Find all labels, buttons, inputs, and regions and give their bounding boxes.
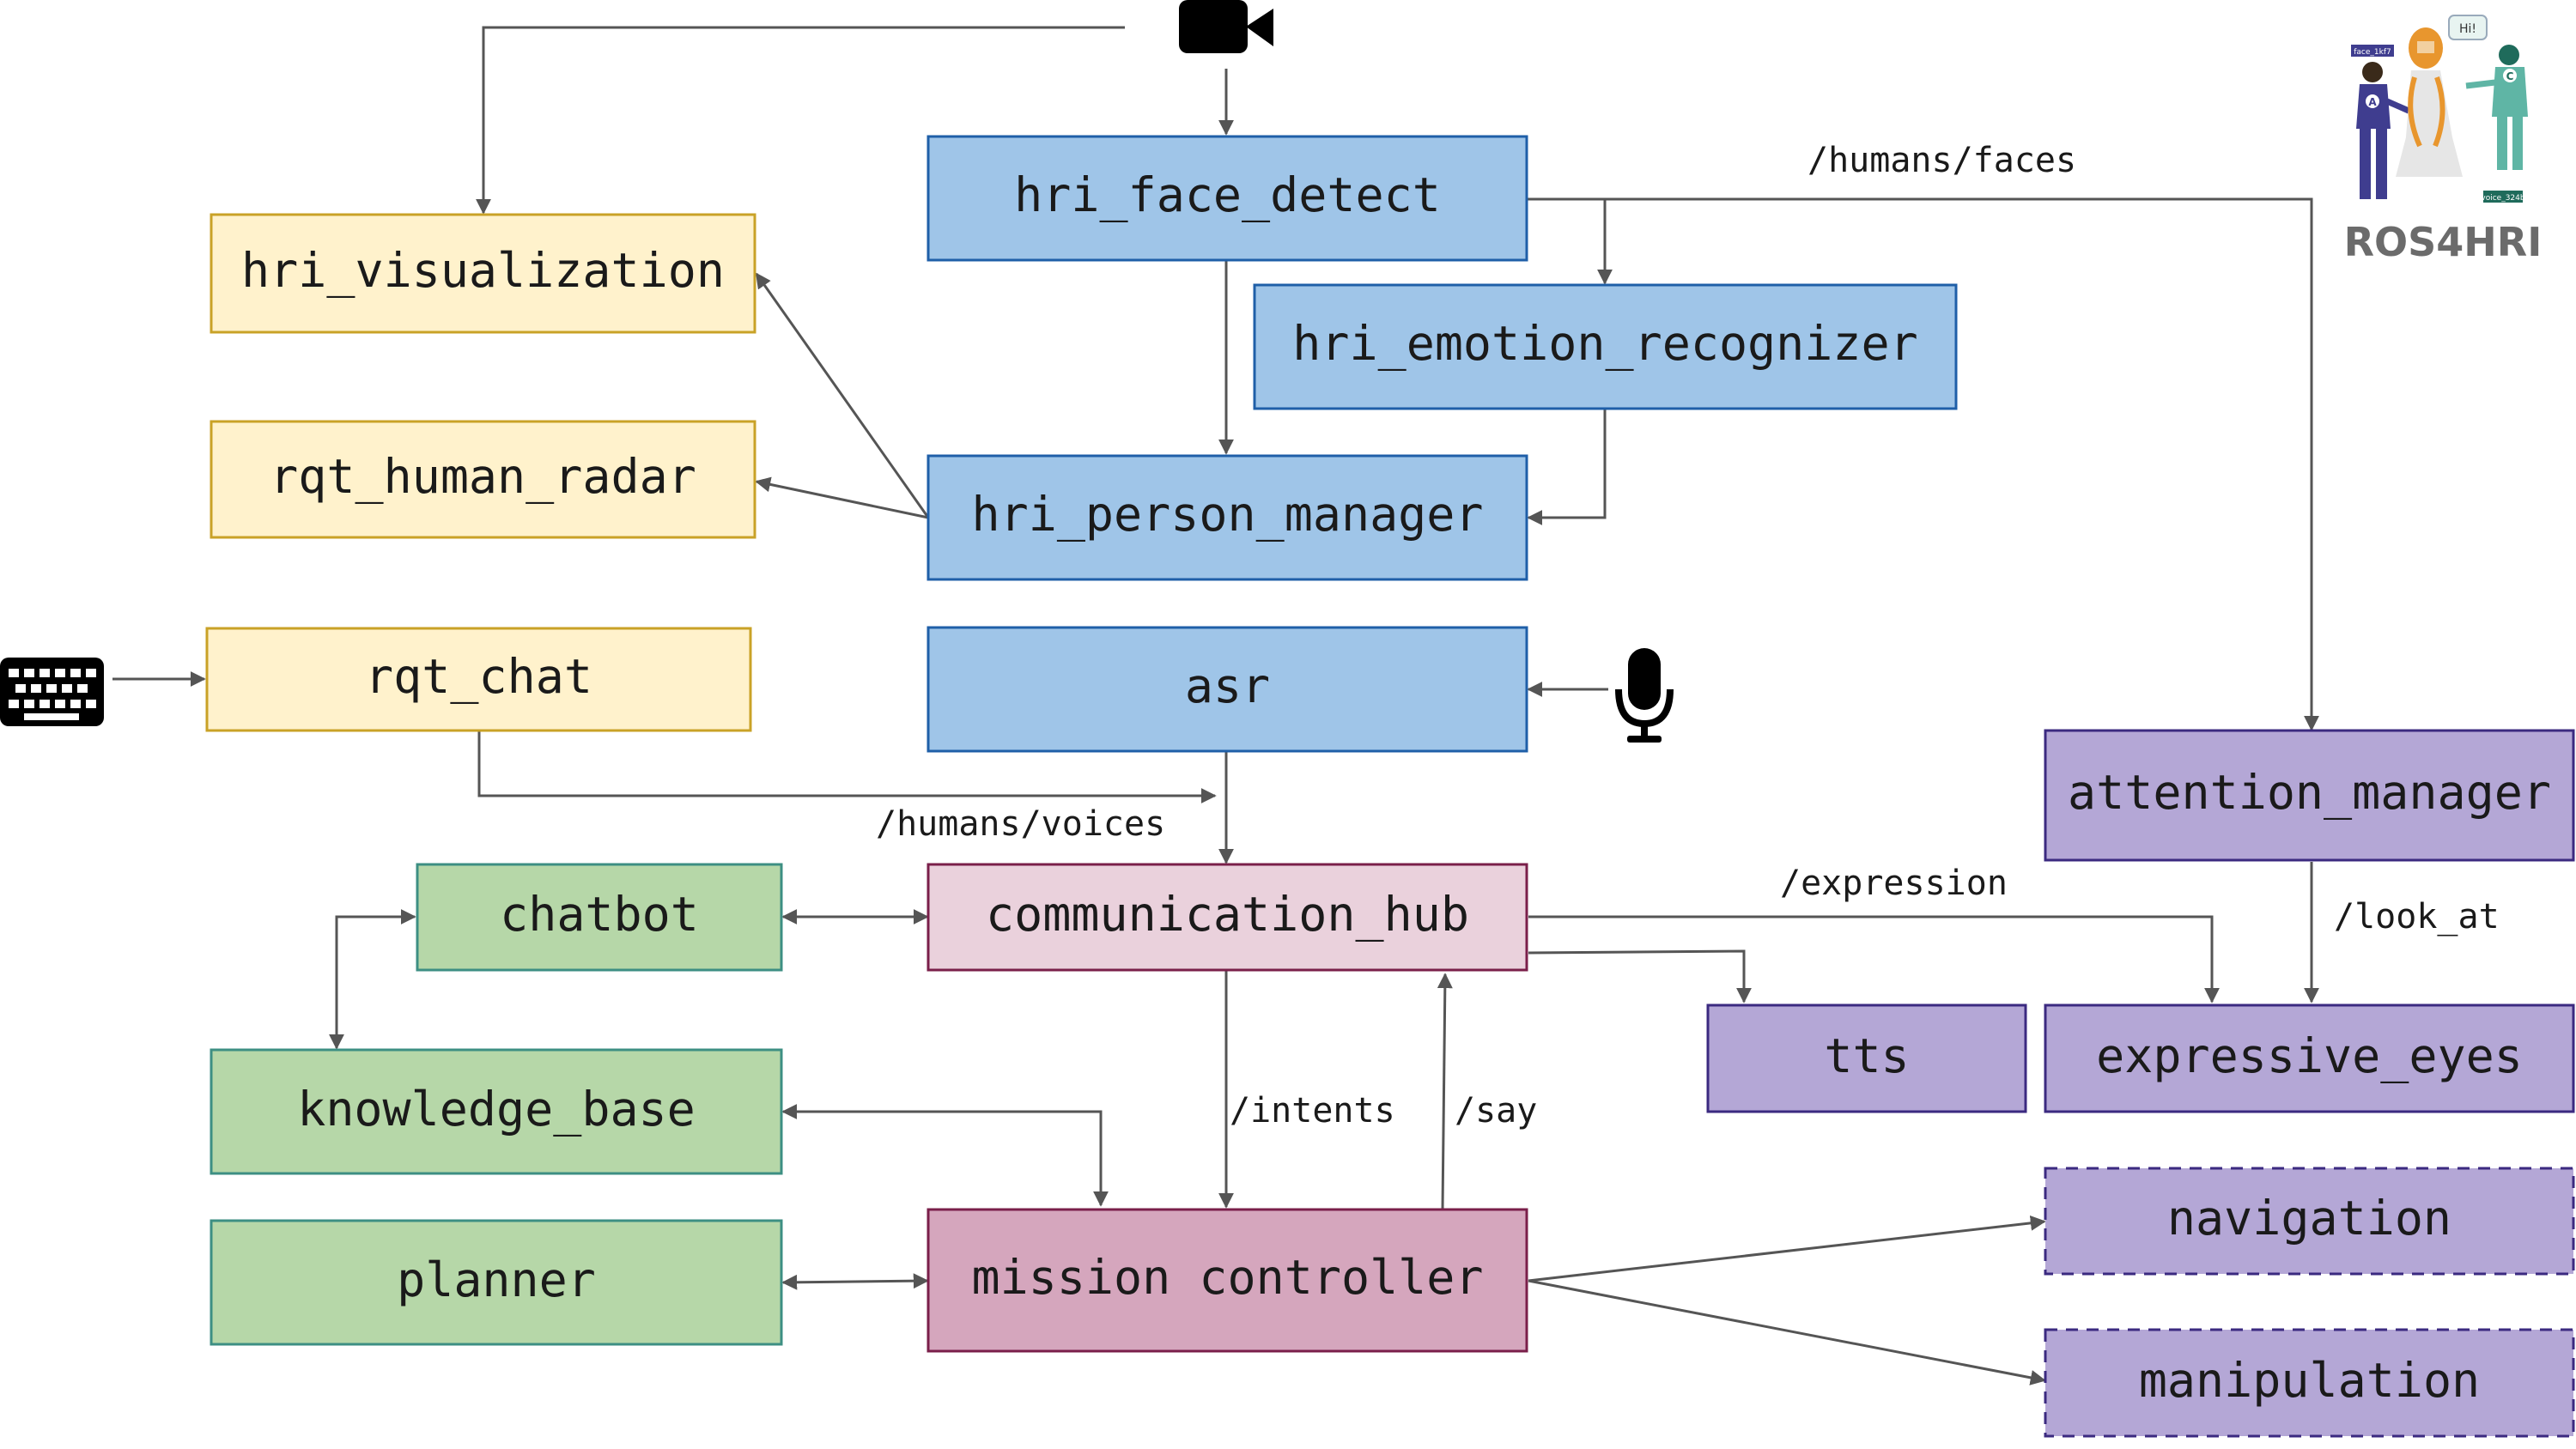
edge-hub-to-tts (1528, 949, 1752, 1003)
node-rqt-human-radar[interactable]: rqt_human_radar (210, 420, 756, 539)
node-label: chatbot (500, 887, 699, 942)
nodes: hri_face_detect hri_emotion_recognizer h… (205, 135, 2575, 1438)
label-look-at: /look_at (2334, 897, 2500, 937)
node-label: hri_person_manager (971, 487, 1483, 542)
edge-mission-to-navigation (1528, 1215, 2046, 1282)
edge-camera-to-visualization (476, 26, 1125, 215)
edges (112, 26, 2319, 1385)
edge-hub-expression (1528, 915, 2220, 1003)
node-label: expressive_eyes (2096, 1028, 2523, 1083)
node-planner[interactable]: planner (210, 1219, 783, 1346)
edge-say (1437, 973, 1453, 1210)
camera-icon (1179, 0, 1273, 53)
label-intents: /intents (1230, 1091, 1395, 1131)
node-knowledge-base[interactable]: knowledge_base (210, 1048, 783, 1175)
node-hri-visualization[interactable]: hri_visualization (210, 213, 756, 334)
edge-mission-to-manipulation (1528, 1279, 2046, 1385)
node-rqt-chat[interactable]: rqt_chat (205, 627, 752, 732)
node-label: rqt_human_radar (270, 449, 696, 504)
node-label: navigation (2167, 1191, 2451, 1246)
node-label: hri_face_detect (1014, 167, 1441, 222)
node-mission-controller[interactable]: mission controller (927, 1208, 1528, 1353)
edge-person-manager-to-visualization (755, 272, 930, 518)
svg-text:face_1kf7: face_1kf7 (2354, 48, 2391, 57)
node-asr[interactable]: asr (927, 626, 1528, 753)
label-expression: /expression (1780, 864, 2008, 903)
node-hri-face-detect[interactable]: hri_face_detect (927, 135, 1528, 262)
node-label: knowledge_base (297, 1082, 696, 1137)
robot-figure (2396, 27, 2463, 177)
node-label: asr (1185, 658, 1270, 713)
label-say: /say (1455, 1091, 1537, 1131)
person-a-figure: face_1kf7 A (2351, 45, 2416, 199)
node-tts[interactable]: tts (1706, 1003, 2027, 1113)
edge-planner-mission (781, 1273, 929, 1290)
node-manipulation[interactable]: manipulation (2044, 1328, 2575, 1438)
edge-faces-to-attention-manager (1527, 197, 2319, 731)
node-label: communication_hub (986, 887, 1469, 942)
edge-chatbot-knowledge-base (329, 909, 416, 1050)
microphone-icon (1615, 648, 1674, 743)
node-label: tts (1824, 1028, 1909, 1083)
node-attention-manager[interactable]: attention_manager (2044, 729, 2575, 862)
svg-text:Hi!: Hi! (2459, 22, 2476, 36)
keyboard-icon (0, 658, 104, 726)
speech-bubble-icon: Hi! (2448, 15, 2488, 40)
ros4hri-logo: Hi! face_1kf7 A C (2344, 15, 2543, 265)
node-expressive-eyes[interactable]: expressive_eyes (2044, 1003, 2575, 1113)
node-chatbot[interactable]: chatbot (416, 863, 783, 972)
node-label: rqt_chat (365, 649, 592, 704)
node-communication-hub[interactable]: communication_hub (927, 863, 1528, 972)
label-humans-faces: /humans/faces (1807, 141, 2076, 180)
node-navigation[interactable]: navigation (2044, 1167, 2575, 1276)
edge-rqt-chat-to-voices (477, 731, 1217, 803)
node-hri-emotion-recognizer[interactable]: hri_emotion_recognizer (1253, 283, 1958, 410)
node-label: mission controller (971, 1250, 1483, 1305)
node-label: planner (397, 1252, 596, 1307)
person-c-figure: C voice_324b (2465, 45, 2528, 203)
node-hri-person-manager[interactable]: hri_person_manager (927, 454, 1528, 581)
edge-emotion-to-person-manager (1527, 409, 1607, 525)
edge-labels: /humans/faces /humans/voices /expression… (876, 141, 2500, 1131)
node-label: manipulation (2139, 1353, 2480, 1408)
edge-knowledge-base-mission (781, 1104, 1109, 1207)
edge-person-manager-to-radar (755, 476, 929, 519)
label-humans-voices: /humans/voices (876, 804, 1165, 844)
svg-text:A: A (2368, 96, 2377, 108)
svg-text:C: C (2506, 70, 2514, 82)
node-label: hri_emotion_recognizer (1292, 316, 1917, 371)
logo-title: ROS4HRI (2344, 219, 2543, 265)
node-label: attention_manager (2068, 765, 2551, 820)
node-label: hri_visualization (241, 243, 725, 298)
svg-text:voice_324b: voice_324b (2481, 194, 2524, 203)
